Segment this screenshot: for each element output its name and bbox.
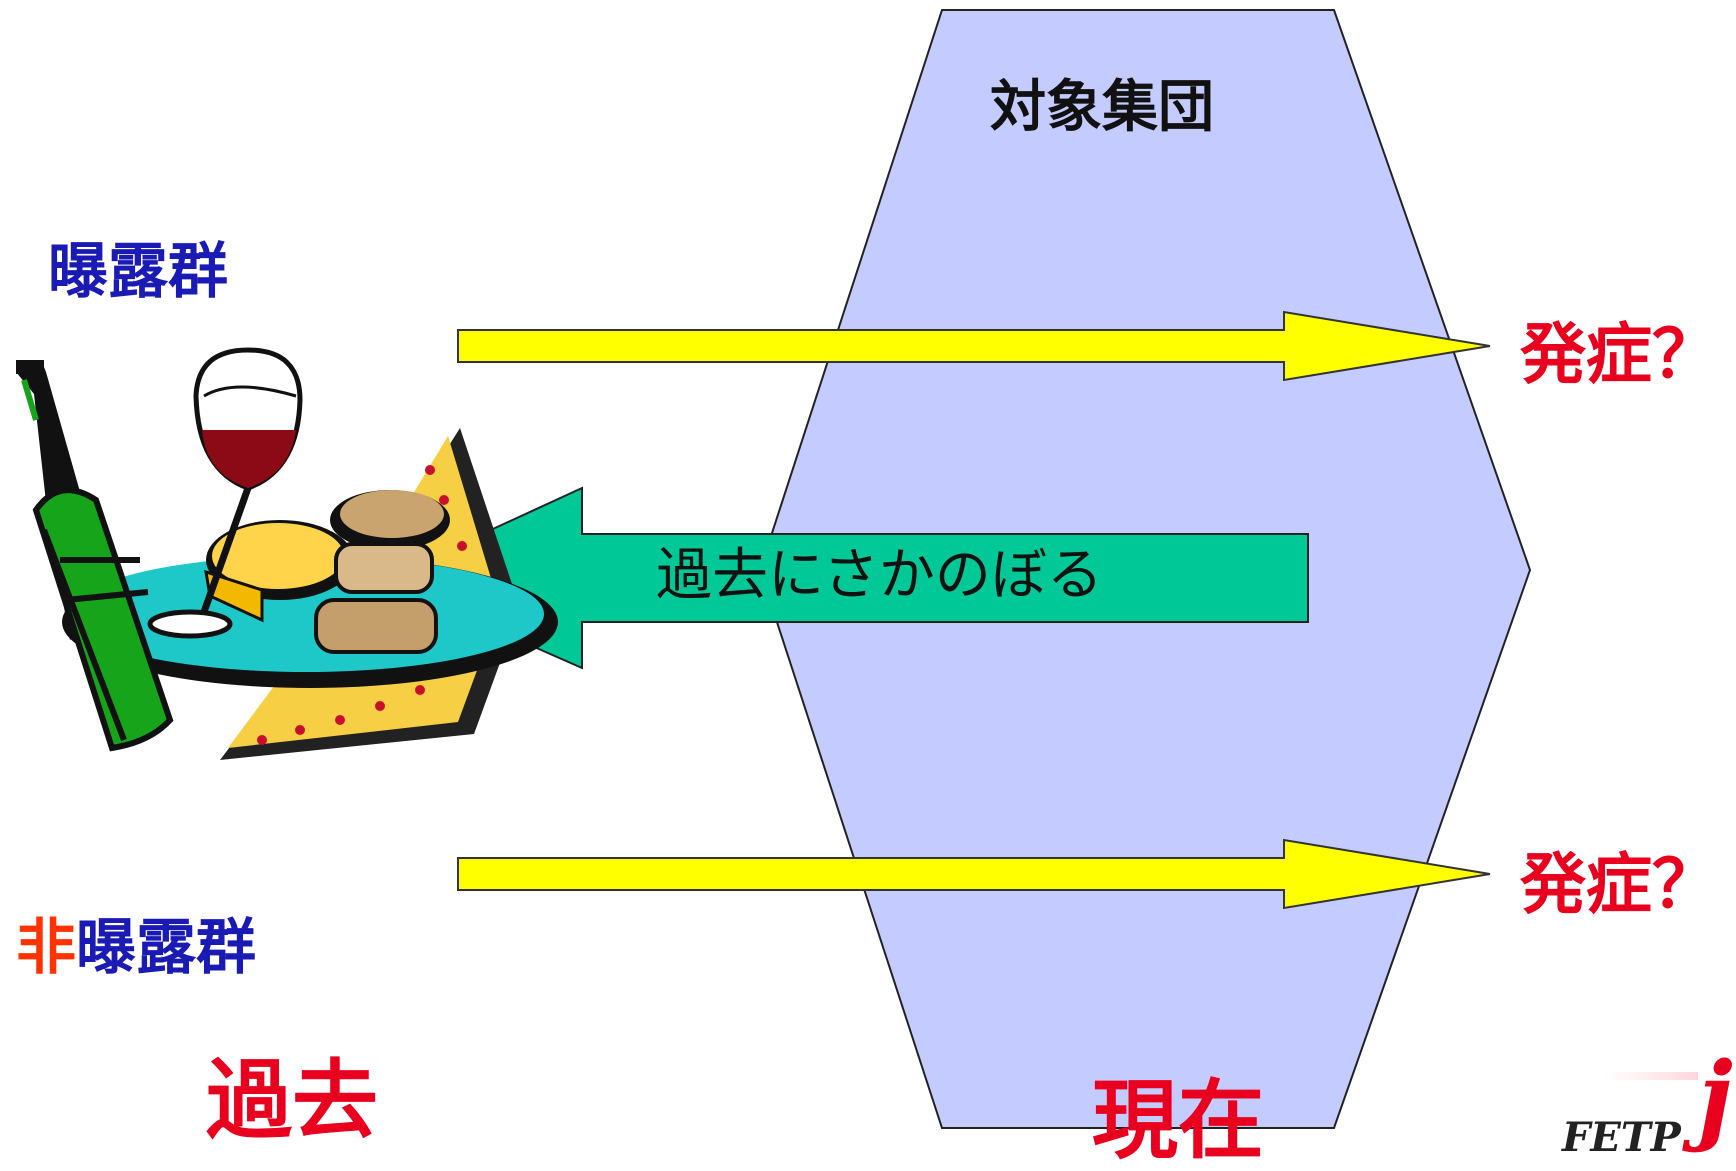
onset-label-top: 発症？ [1520, 316, 1718, 393]
wine-glass-icon [147, 347, 303, 639]
exposed-group-label: 曝露群 [48, 237, 228, 307]
logo-mark: j [1698, 1041, 1733, 1154]
unexposed-suffix: 曝露群 [76, 913, 256, 983]
onset-label-bottom: 発症？ [1520, 846, 1718, 923]
unexposed-group-label: 非曝露群 [16, 918, 256, 978]
forward-arrow-top [457, 310, 1491, 382]
present-label: 現在 [1092, 1071, 1264, 1171]
retro-arrow-label: 過去にさかのぼる [656, 543, 1103, 608]
forward-arrow-bottom [457, 838, 1491, 910]
bread-icon [314, 490, 450, 654]
logo-bar [1606, 1072, 1698, 1080]
food-illustration [16, 347, 558, 760]
wine-bottle-icon [16, 360, 174, 752]
past-label: 過去 [206, 1051, 378, 1151]
fetp-logo: FETP j [1558, 1041, 1734, 1162]
population-label: 対象集団 [990, 75, 1214, 140]
cheese-icon [204, 520, 354, 623]
logo-text: FETP [1562, 1114, 1681, 1161]
non-prefix: 非 [16, 913, 76, 983]
